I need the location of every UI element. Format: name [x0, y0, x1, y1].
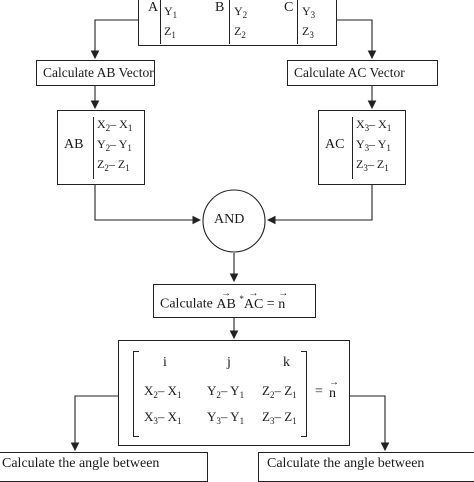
cross-prefix: Calculate	[160, 296, 213, 312]
angle-right-label: Calculate the angle between	[267, 456, 425, 471]
step-ac-vector-label: Calculate AC Vector	[294, 65, 405, 80]
point-c-bar	[297, 0, 298, 44]
ac-vector-label: AC	[325, 137, 345, 152]
ac-row-z: Z3– Z1	[356, 157, 389, 173]
ab-vector-label: AB	[64, 137, 84, 152]
matrix-cell-2-3: Z2– Z1	[262, 383, 297, 400]
matrix-cell-2-2: Y2– Y1	[207, 383, 245, 400]
angle-box-right: Calculate the angle between	[258, 452, 474, 482]
arrow-matrix-to-angle-right	[350, 395, 390, 452]
cross-ac-vector: AC	[244, 288, 264, 313]
arrow-matrix-to-angle-left	[70, 395, 118, 452]
and-node-label: AND	[214, 212, 245, 227]
ab-row-x: X2– X1	[97, 117, 133, 133]
ac-vector-box: AC X3– X1 Y3– Y1 Z3– Z1	[318, 110, 406, 185]
ab-row-y: Y2– Y1	[97, 137, 132, 153]
point-a-z: Z1	[164, 24, 176, 40]
matrix-header-k: k	[283, 355, 290, 370]
step-ac-vector: Calculate AC Vector	[287, 60, 438, 86]
point-b-bar	[229, 0, 230, 44]
points-box	[138, 0, 337, 46]
matrix-box: i j k X2– X1 Y2– Y1 Z2– Z1 X3– X1 Y3– Y1…	[118, 340, 350, 446]
matrix-n-vector: n	[329, 377, 336, 402]
arrow-abbox-to-and	[94, 185, 202, 225]
cross-product-formula: Calculate AB *AC = n	[160, 288, 285, 313]
ac-vector-bar	[352, 117, 353, 179]
point-c-z: Z3	[302, 24, 314, 40]
cross-star: *	[239, 294, 244, 304]
ac-row-x: X3– X1	[356, 117, 392, 133]
point-c-y: Y3	[302, 4, 316, 20]
arrow-top-to-ab	[90, 19, 138, 60]
point-b-y: Y2	[234, 4, 248, 20]
ab-vector-bar	[93, 117, 94, 179]
point-b-name: B	[215, 0, 225, 15]
point-a-name: A	[148, 0, 159, 15]
matrix-cell-3-1: X3– X1	[144, 409, 182, 426]
cross-eq: =	[266, 296, 275, 312]
cross-n-vector: n	[278, 288, 285, 313]
ac-row-y: Y3– Y1	[356, 137, 391, 153]
step-ab-vector-label: Calculate AB Vector	[43, 65, 154, 80]
arrow-top-to-ac	[336, 19, 377, 60]
matrix-left-bracket	[133, 351, 139, 437]
ab-vector-box: AB X2– X1 Y2– Y1 Z2– Z1	[57, 110, 145, 185]
matrix-cell-3-2: Y3– Y1	[207, 409, 245, 426]
point-a-y: Y1	[164, 4, 178, 20]
ab-row-z: Z2– Z1	[97, 157, 130, 173]
point-c-name: C	[284, 0, 294, 15]
matrix-equals: =	[315, 384, 323, 399]
matrix-cell-2-1: X2– X1	[144, 383, 182, 400]
step-ab-vector: Calculate AB Vector	[36, 60, 155, 86]
point-b-z: Z2	[234, 24, 246, 40]
angle-box-left: Calculate the angle between	[0, 452, 208, 482]
angle-left-label: Calculate the angle between	[2, 456, 160, 471]
step-cross-product: Calculate AB *AC = n	[153, 284, 316, 318]
cross-ab-vector: AB	[216, 288, 236, 313]
matrix-right-bracket	[301, 351, 307, 437]
matrix-header-j: j	[227, 355, 231, 370]
arrow-acbox-to-and	[266, 185, 373, 225]
matrix-header-i: i	[163, 355, 167, 370]
and-node-circle	[202, 189, 266, 253]
point-a-bar	[160, 0, 161, 44]
matrix-cell-3-3: Z3– Z1	[262, 409, 297, 426]
